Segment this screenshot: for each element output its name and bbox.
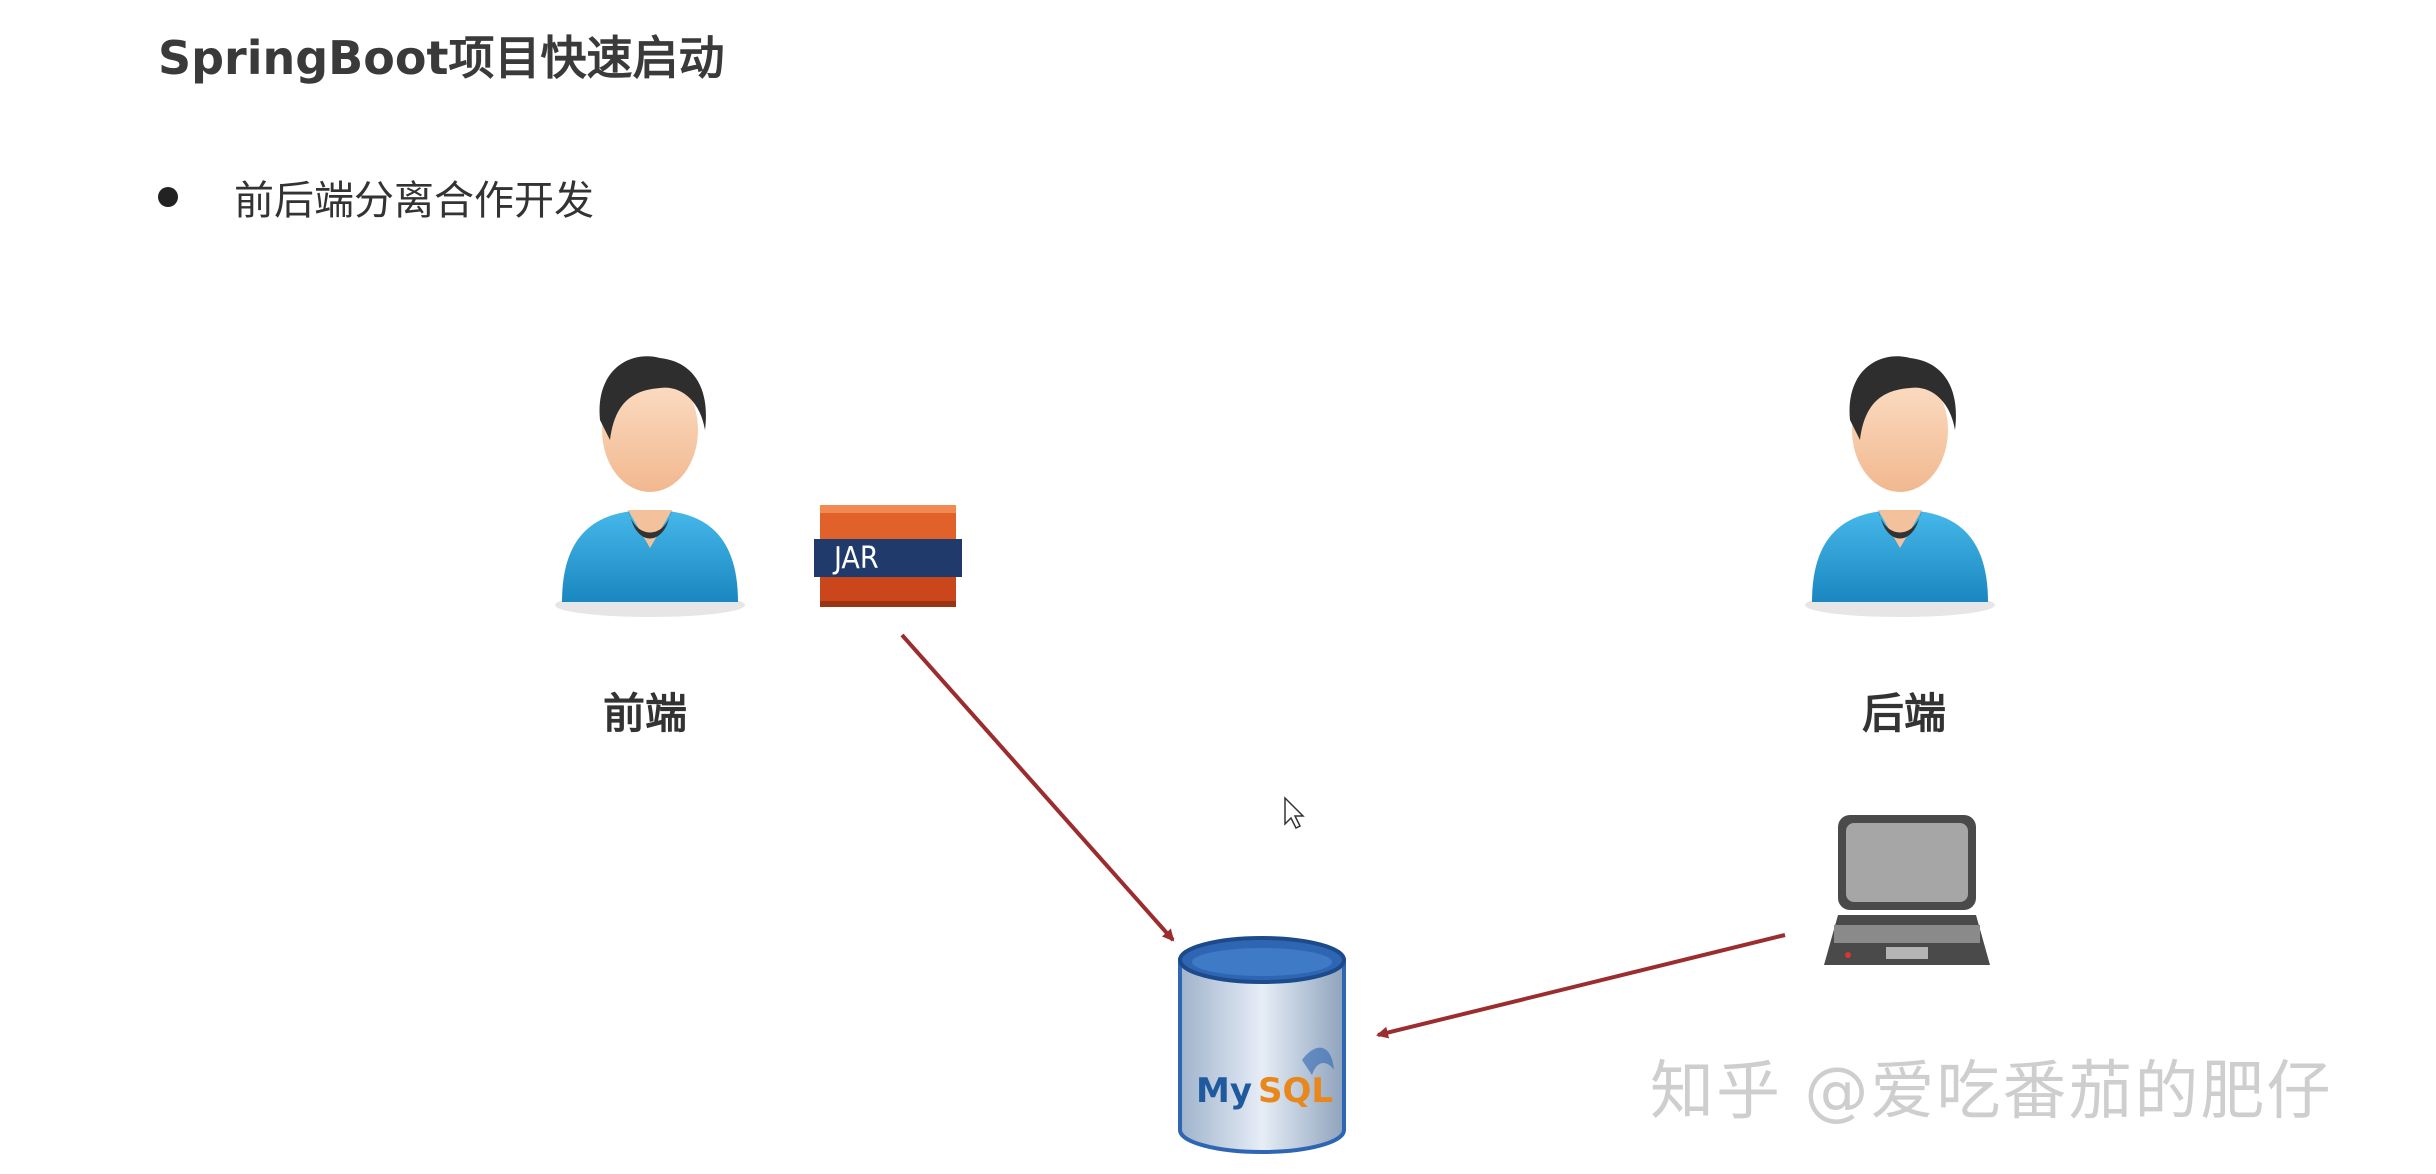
mouse-cursor-icon xyxy=(1284,796,1305,830)
watermark: 知乎 @爱吃番茄的肥仔 xyxy=(1650,1055,2333,1129)
arrow-backend-to-db xyxy=(1376,933,1786,1039)
jar-icon: JAR xyxy=(814,505,962,607)
bullet-dot xyxy=(158,187,178,207)
laptop-icon xyxy=(1824,815,1990,965)
frontend-label: 前端 xyxy=(603,689,688,738)
arrow-frontend-to-db xyxy=(900,633,1175,942)
page-title: SpringBoot项目快速启动 xyxy=(158,31,725,85)
bullet-item: 前后端分离合作开发 xyxy=(158,168,594,226)
jar-label: JAR xyxy=(832,541,879,576)
db-label-my: My xyxy=(1196,1071,1252,1111)
db-label-sql: SQL xyxy=(1258,1071,1333,1111)
frontend-person-icon xyxy=(555,356,745,617)
mysql-database-icon: My SQL xyxy=(1178,936,1346,1154)
bullet-text: 前后端分离合作开发 xyxy=(234,178,594,224)
backend-person-icon xyxy=(1805,356,1995,617)
backend-label: 后端 xyxy=(1862,689,1947,738)
